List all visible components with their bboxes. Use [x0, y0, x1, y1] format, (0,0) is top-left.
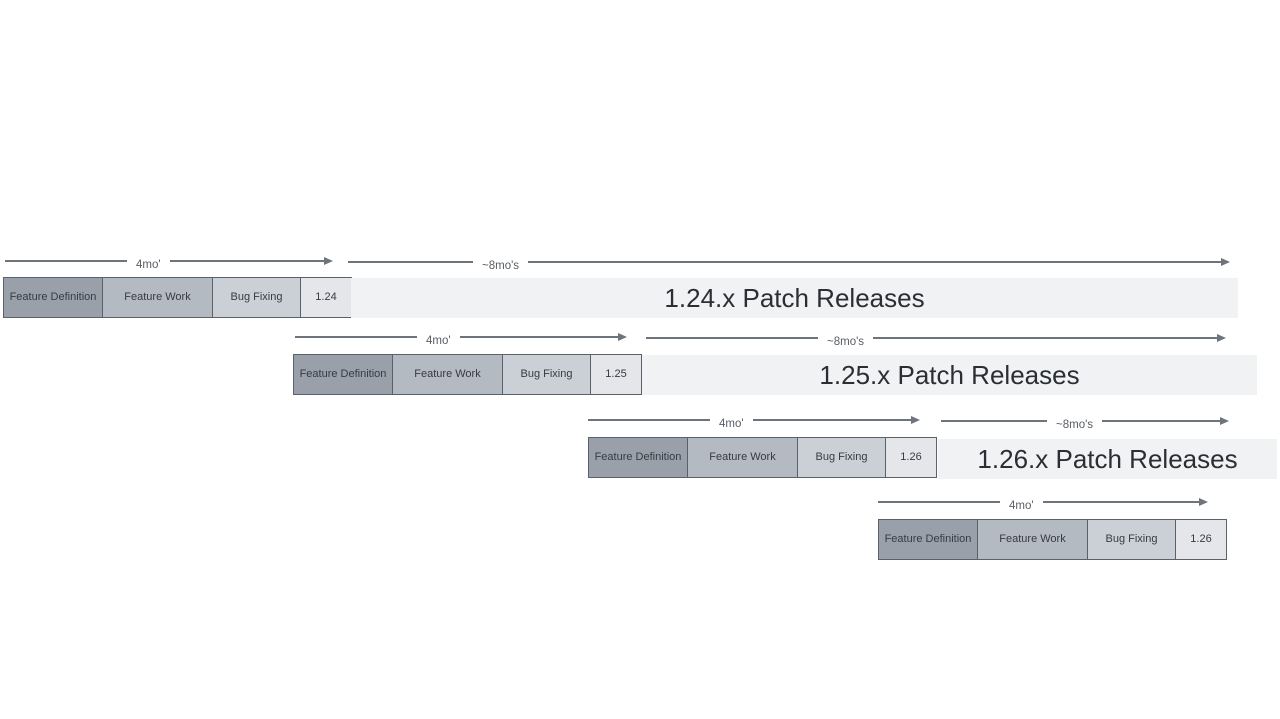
patch-releases-bar-1-26: 1.26.x Patch Releases	[938, 439, 1277, 479]
phase-bug-fixing: Bug Fixing	[502, 354, 591, 395]
release-cycle-row-1-26: Feature Definition Feature Work Bug Fixi…	[588, 437, 937, 478]
patch-releases-label: 1.25.x Patch Releases	[819, 359, 1080, 390]
arrow-line	[878, 501, 1000, 503]
arrow-line	[348, 261, 473, 263]
version-box: 1.26	[1175, 519, 1227, 560]
phase-label: Feature Work	[709, 450, 776, 463]
phase-feature-definition: Feature Definition	[588, 437, 688, 478]
cycle-duration-arrow: 4mo'	[295, 329, 628, 347]
arrow-head	[752, 416, 921, 424]
phase-feature-work: Feature Work	[687, 437, 798, 478]
cycle-duration-label: 4mo'	[719, 418, 744, 430]
patch-duration-label: ~8mo's	[1056, 419, 1094, 431]
arrow-line	[646, 337, 818, 339]
phase-bug-fixing: Bug Fixing	[1087, 519, 1176, 560]
version-label: 1.25	[605, 367, 627, 380]
patch-releases-label: 1.24.x Patch Releases	[664, 282, 925, 313]
arrow-head	[1042, 498, 1209, 506]
phase-label: Bug Fixing	[1105, 532, 1158, 545]
cycle-duration-arrow: 4mo'	[5, 253, 334, 271]
arrow-head	[873, 334, 1226, 342]
version-label: 1.26	[1190, 532, 1212, 545]
phase-label: Feature Definition	[884, 532, 972, 545]
arrow-line	[5, 260, 127, 262]
phase-feature-work: Feature Work	[392, 354, 503, 395]
version-box: 1.25	[590, 354, 642, 395]
arrow-line	[295, 336, 417, 338]
phase-bug-fixing: Bug Fixing	[797, 437, 886, 478]
version-box: 1.26	[885, 437, 937, 478]
phase-label: Bug Fixing	[520, 367, 573, 380]
phase-feature-definition: Feature Definition	[3, 277, 103, 318]
cycle-duration-label: 4mo'	[1009, 500, 1034, 512]
release-cycle-row-1-24: Feature Definition Feature Work Bug Fixi…	[3, 277, 352, 318]
phase-label: Feature Work	[414, 367, 481, 380]
patch-duration-arrow: ~8mo's	[348, 254, 1230, 272]
patch-releases-bar-1-24: 1.24.x Patch Releases	[351, 278, 1238, 318]
phase-label: Feature Definition	[594, 450, 682, 463]
phase-label: Feature Work	[124, 290, 191, 303]
cycle-duration-arrow: 4mo'	[878, 494, 1209, 512]
patch-releases-bar-1-25: 1.25.x Patch Releases	[642, 355, 1257, 395]
phase-feature-definition: Feature Definition	[878, 519, 978, 560]
arrow-head	[169, 257, 334, 265]
cycle-duration-label: 4mo'	[136, 259, 161, 271]
phase-label: Bug Fixing	[230, 290, 283, 303]
release-cycle-row-1-25: Feature Definition Feature Work Bug Fixi…	[293, 354, 642, 395]
phase-label: Feature Definition	[299, 367, 387, 380]
version-label: 1.26	[900, 450, 922, 463]
arrow-line	[941, 420, 1047, 422]
phase-label: Bug Fixing	[815, 450, 868, 463]
phase-feature-definition: Feature Definition	[293, 354, 393, 395]
patch-duration-arrow: ~8mo's	[646, 330, 1226, 348]
arrow-head	[459, 333, 628, 341]
cycle-duration-label: 4mo'	[426, 335, 451, 347]
release-cycle-row-next: Feature Definition Feature Work Bug Fixi…	[878, 519, 1227, 560]
version-box: 1.24	[300, 277, 352, 318]
cycle-duration-arrow: 4mo'	[588, 412, 921, 430]
patch-duration-arrow: ~8mo's	[941, 413, 1229, 431]
arrow-head	[528, 258, 1230, 266]
patch-duration-label: ~8mo's	[482, 260, 520, 272]
phase-label: Feature Definition	[9, 290, 97, 303]
version-label: 1.24	[315, 290, 337, 303]
arrow-line	[588, 419, 710, 421]
phase-label: Feature Work	[999, 532, 1066, 545]
phase-feature-work: Feature Work	[977, 519, 1088, 560]
patch-duration-label: ~8mo's	[827, 336, 865, 348]
phase-feature-work: Feature Work	[102, 277, 213, 318]
phase-bug-fixing: Bug Fixing	[212, 277, 301, 318]
arrow-head	[1102, 417, 1229, 425]
patch-releases-label: 1.26.x Patch Releases	[977, 443, 1238, 474]
